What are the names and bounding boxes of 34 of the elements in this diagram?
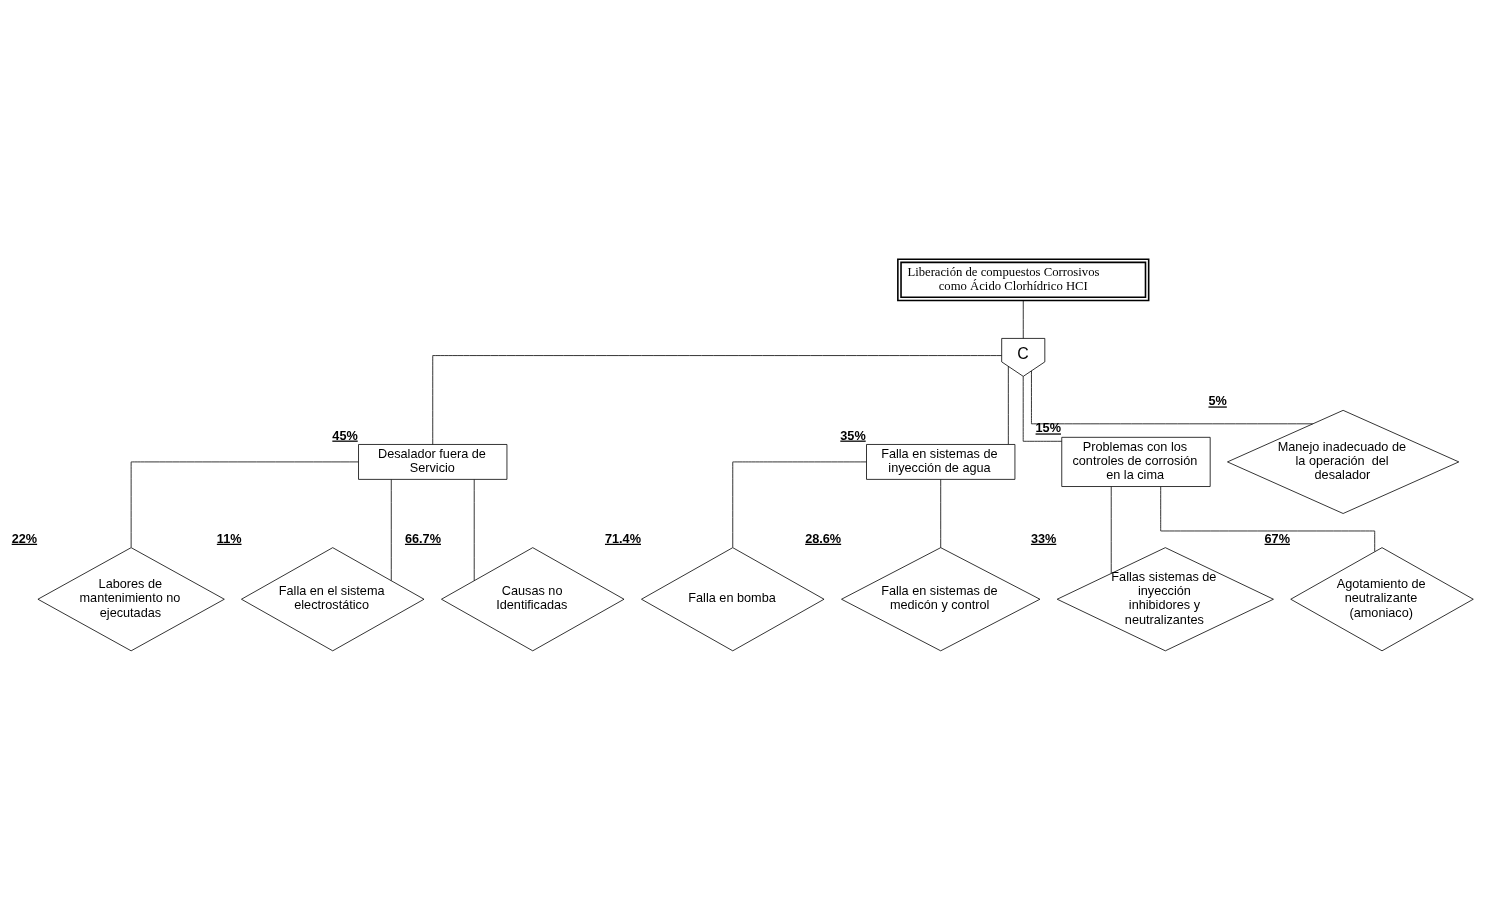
- connector: [390, 478, 392, 581]
- node-label: 67%: [1264, 531, 1290, 546]
- connector: [1022, 375, 1063, 442]
- connector: [432, 354, 1002, 445]
- node-diamond: Agotamiento de neutralizante (amoniaco): [1290, 546, 1474, 651]
- node-diamond: Falla en bomba: [641, 546, 825, 651]
- node-label: 22%: [11, 531, 38, 546]
- node-label: 33%: [1030, 531, 1057, 546]
- connector: [1160, 485, 1376, 552]
- node-label: 15%: [1035, 420, 1061, 435]
- node-diamond: Causas no Identificadas: [441, 546, 625, 651]
- connector: [1031, 370, 1314, 424]
- node-label: 5%: [1208, 393, 1227, 408]
- connector: [130, 461, 359, 548]
- node-diamond: Manejo inadecuado de la operación del desalador: [1227, 409, 1460, 514]
- node-label: 45%: [332, 428, 358, 443]
- node-box: Desalador fuera de Servicio: [358, 443, 508, 480]
- connector: [1007, 365, 1009, 444]
- connector: [1022, 299, 1024, 339]
- connector: [1110, 485, 1112, 574]
- node-diamond: Fallas sistemas de inyección inhibidores y neutralizantes: [1056, 546, 1274, 651]
- node-box: Problemas con los controles de corrosión en la cima: [1061, 436, 1211, 487]
- connector: [732, 461, 867, 548]
- node-diamond: Labores de mantenimiento no ejecutadas: [37, 546, 225, 651]
- node-box: Falla en sistemas de inyección de agua: [866, 443, 1016, 480]
- node-label: 35%: [840, 428, 866, 443]
- node-diamond: Falla en sistemas de medicón y control: [841, 546, 1041, 651]
- node-diamond: Falla en el sistema electrostático: [241, 546, 425, 651]
- node-label: 71.4%: [604, 531, 641, 546]
- node-label: 28.6%: [805, 531, 842, 546]
- connector: [473, 478, 475, 581]
- node-label: 11%: [216, 531, 242, 546]
- connector: [940, 478, 942, 548]
- node-label: 66.7%: [404, 531, 441, 546]
